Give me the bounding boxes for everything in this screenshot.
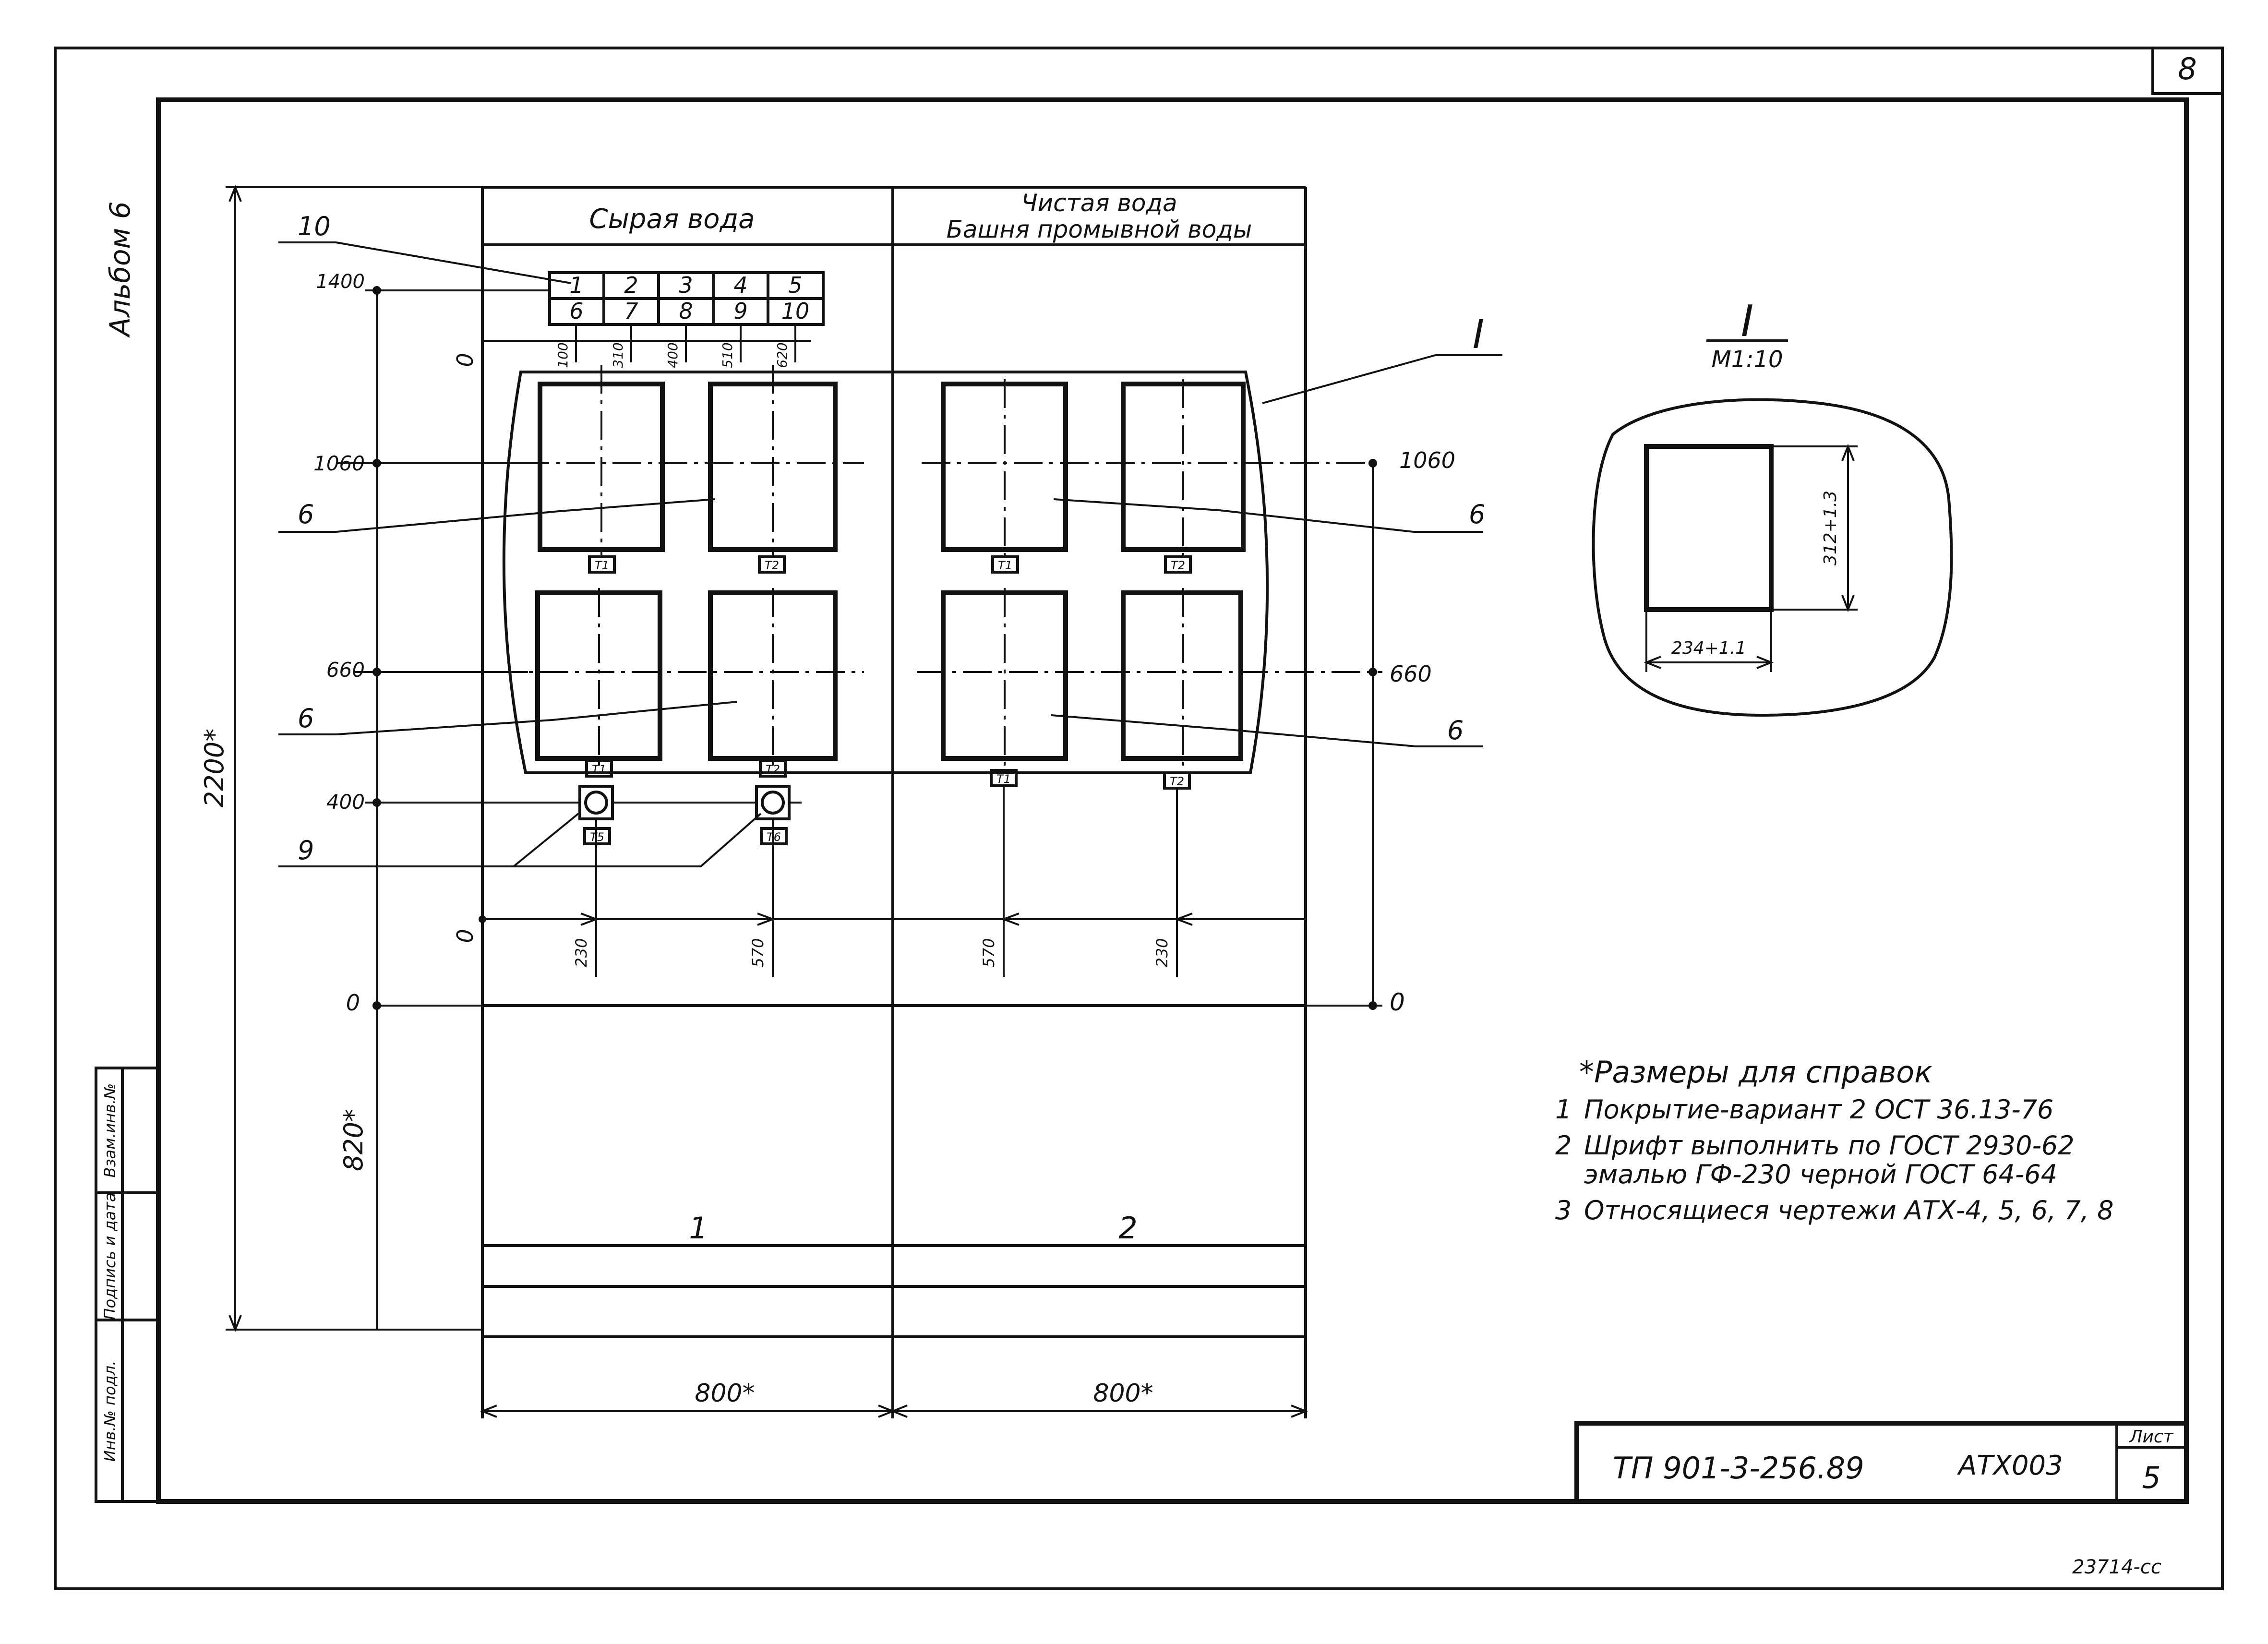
doc-code: ТП 901-3-256.89 (1613, 1451, 1864, 1486)
side-stamp: Инв.№ подл. Подпись и дата Взам.инв.№ (95, 1067, 160, 1503)
page-number-box (2151, 47, 2224, 95)
note-2-text: Шрифт выполнить по ГОСТ 2930-62 (1584, 1130, 2075, 1161)
outer-frame (54, 47, 2224, 1590)
page-number: 8 (2178, 51, 2196, 86)
column-label-2: 2 (1118, 1211, 1137, 1246)
plate-7: Т1 (996, 772, 1011, 786)
elev-1400: 1400 (316, 271, 365, 293)
callout-9: 9 (298, 835, 314, 865)
note-2-continued: эмалью ГФ-230 черной ГОСТ 64-64 (1584, 1159, 2057, 1189)
stamp-cell-signature: Подпись и дата (101, 1192, 119, 1320)
pitch-510: 510 (720, 342, 735, 368)
inner-frame (156, 97, 2189, 1504)
overall-height-dimension (228, 184, 242, 1332)
note-1-num: 1 (1555, 1094, 1572, 1125)
detail-cutout (1644, 444, 1774, 612)
stamp-cell-replace: Взам.инв.№ (101, 1083, 119, 1178)
plate-8: Т2 (1170, 775, 1184, 788)
detail-dim-width: 234+1.1 (1671, 638, 1746, 658)
detail-scale: М1:10 (1711, 346, 1783, 373)
stamp-cell-inventory: Инв.№ подл. (101, 1361, 119, 1462)
terminal-9: 9 (733, 298, 747, 324)
elev-zero-right: 0 (1390, 988, 1405, 1016)
elev-1060-right: 1060 (1399, 447, 1455, 473)
sheet-label: Лист (2128, 1427, 2173, 1447)
title-block: ТП 901-3-256.89 АТХ003 Лист 5 (1574, 1421, 2189, 1504)
plate-3: Т1 (998, 559, 1012, 572)
note-3-text: Относящиеся чертежи АТХ-4, 5, 6, 7, 8 (1584, 1195, 2114, 1225)
terminal-6: 6 (569, 298, 583, 324)
elev-zero-left: 0 (346, 990, 360, 1016)
dim-230-left: 230 (572, 938, 590, 967)
pitch-310: 310 (610, 342, 626, 368)
pitch-620: 620 (774, 342, 790, 368)
callout-10: 10 (298, 211, 331, 241)
dim-570-right: 570 (980, 938, 998, 967)
signal-lamps (365, 785, 802, 820)
elev-660-right: 660 (1390, 661, 1432, 687)
album-label: Альбом 6 (104, 201, 136, 338)
note-1-text: Покрытие-вариант 2 ОСТ 36.13-76 (1584, 1094, 2053, 1125)
gauge-8 (1121, 590, 1243, 761)
bottom-height: 820* (338, 1109, 369, 1171)
detail-title: I (1741, 296, 1754, 347)
pitch-400: 400 (665, 342, 681, 368)
callout-6-right-bottom: 6 (1447, 715, 1464, 745)
plate-2: Т2 (765, 559, 779, 572)
right-elevation-dimension (482, 459, 1382, 1010)
terminal-8: 8 (679, 298, 693, 324)
gauge-array (535, 382, 1246, 761)
terminal-10: 10 (781, 298, 810, 324)
plate-4: Т2 (1171, 559, 1185, 572)
plate-1: Т1 (595, 559, 609, 572)
left-elevation-dimension (365, 286, 550, 1330)
callout-6-right-top: 6 (1469, 499, 1485, 529)
drop-lines (595, 786, 1178, 977)
bottom-code: 23714-сс (2072, 1556, 2161, 1578)
terminal-7: 7 (624, 298, 638, 324)
total-height: 2200* (199, 729, 229, 807)
terminal-block: 1 2 3 4 5 6 7 8 9 10 100 310 400 510 620 (482, 271, 825, 368)
note-2-num: 2 (1555, 1130, 1572, 1161)
callout-6-left-top: 6 (298, 499, 314, 529)
detail-view: I М1:10 312+1.3 234+1.1 (1592, 296, 1953, 717)
sheet-number: 5 (2142, 1460, 2160, 1495)
terminal-3: 3 (679, 272, 693, 298)
drawing-code: АТХ003 (1957, 1450, 2063, 1481)
terminal-2: 2 (624, 272, 638, 298)
center-lines (336, 365, 1382, 768)
plates: Т1 Т2 Т1 Т2 Т1 Т2 Т1 Т2 Т5 Т6 (583, 555, 1192, 845)
width-right: 800* (1093, 1379, 1153, 1408)
detail-dim-height: 312+1.3 (1821, 491, 1840, 565)
notes: *Размеры для справок 1 Покрытие-вариант … (1555, 1055, 2114, 1225)
callout-detail-ref: I (1473, 312, 1484, 358)
callout-6-left-bottom: 6 (298, 703, 314, 733)
column-label-1: 1 (689, 1211, 708, 1246)
width-left: 800* (695, 1379, 755, 1408)
terminal-1: 1 (569, 272, 583, 298)
window-outline (502, 371, 1269, 774)
pitch-100: 100 (555, 342, 571, 368)
detail-breakout (1592, 398, 1953, 717)
zero-mid: 0 (452, 929, 478, 943)
elev-1060-left: 1060 (313, 452, 365, 475)
horizontal-position-dimension (479, 912, 1306, 926)
plate-6: Т2 (766, 763, 780, 776)
zero-top: 0 (452, 353, 478, 367)
width-dimension (480, 1404, 1308, 1418)
callout-leaders (278, 241, 1502, 867)
header-raw-water: Сырая вода (589, 204, 755, 235)
header-clean-water-line1: Чистая вода (1021, 189, 1177, 217)
plate-5: Т1 (592, 763, 606, 776)
header-clean-water-line2: Башня промывной воды (947, 216, 1252, 243)
elev-660-left: 660 (326, 658, 365, 682)
dim-570-left: 570 (749, 938, 767, 967)
terminal-4: 4 (733, 272, 747, 298)
terminal-5: 5 (788, 272, 802, 298)
elev-400: 400 (326, 790, 365, 814)
dim-230-right: 230 (1153, 938, 1171, 967)
note-3-num: 3 (1555, 1195, 1572, 1225)
notes-heading: *Размеры для справок (1579, 1055, 1932, 1090)
